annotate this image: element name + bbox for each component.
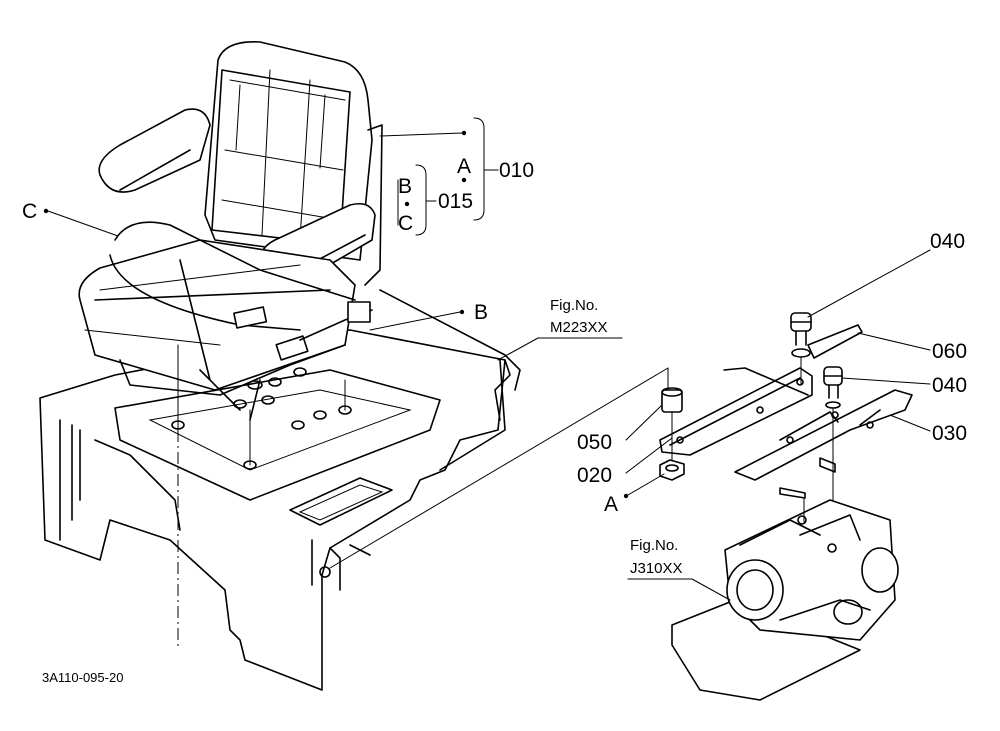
fig-m-code: M223XX — [550, 319, 608, 336]
label-part-040-mid: 040 — [932, 374, 967, 397]
label-c-bottom: C — [398, 212, 413, 235]
seat-mount-brackets — [659, 312, 913, 499]
label-part-010: 010 — [499, 159, 534, 182]
label-a-seat: A — [457, 155, 471, 178]
transmission-housing — [671, 499, 899, 701]
label-part-015: 015 — [438, 190, 473, 213]
label-b-top: B — [398, 175, 412, 198]
floor-panel — [39, 289, 521, 691]
label-part-030: 030 — [932, 422, 967, 445]
callout-labels: C A 010 B C 015 B 040 060 040 030 050 02… — [22, 155, 967, 516]
label-part-050: 050 — [577, 431, 612, 454]
leader-lines — [43, 117, 931, 690]
label-part-040-top: 040 — [930, 230, 965, 253]
fig-j-code: J310XX — [630, 560, 683, 577]
diagram-code: 3A110-095-20 — [42, 670, 123, 685]
label-part-060: 060 — [932, 340, 967, 363]
label-a-bottom: A — [604, 493, 618, 516]
fig-m-label: Fig.No. — [550, 297, 598, 314]
label-part-020: 020 — [577, 464, 612, 487]
fig-j-label: Fig.No. — [630, 537, 678, 554]
figure-references: Fig.No. M223XX Fig.No. J310XX — [550, 297, 683, 577]
label-c-left: C — [22, 200, 37, 223]
label-b-belt: B — [474, 301, 488, 324]
operator-seat — [78, 41, 383, 421]
